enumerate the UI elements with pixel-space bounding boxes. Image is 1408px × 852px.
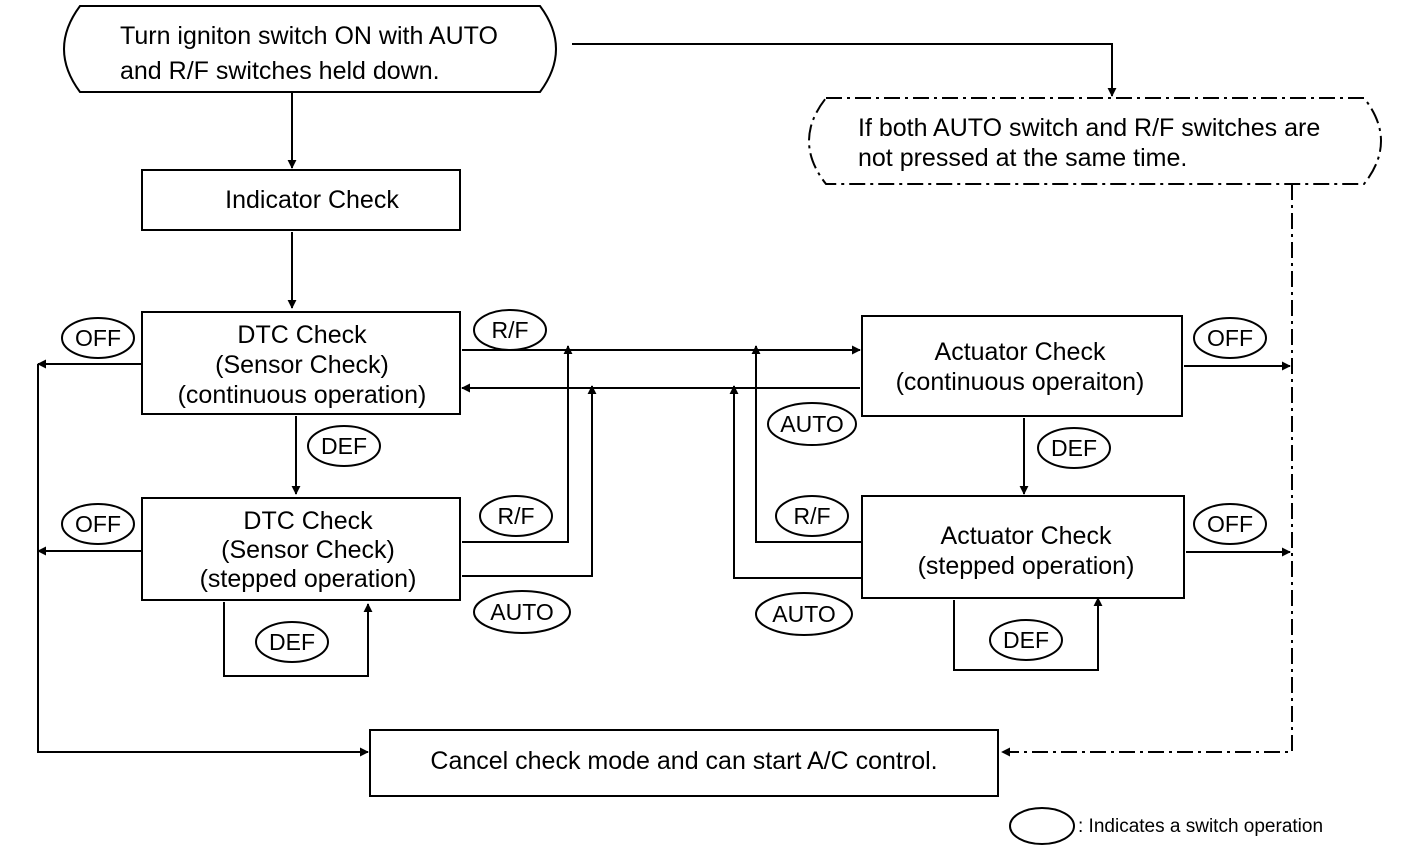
switch-def-actuator-loop: DEF	[989, 619, 1063, 661]
arrow-start-to-not-pressed	[572, 43, 1117, 97]
switch-auto-bottom-right: AUTO	[755, 592, 853, 636]
node-indicator-check: Indicator Check	[141, 169, 461, 231]
switch-def-actuator-down: DEF	[1037, 427, 1111, 469]
switch-def-actuator-down-label: DEF	[1051, 435, 1097, 461]
node-actuator-check-stepped: Actuator Check (stepped operation)	[861, 495, 1185, 599]
switch-auto-bottom-right-label: AUTO	[772, 601, 835, 627]
switch-off-actuator-continuous: OFF	[1193, 317, 1267, 359]
node-dtc-stepped-line-1: DTC Check	[243, 507, 373, 535]
arrow-act-step-def-loop	[953, 597, 1103, 671]
switch-off-dtc-continuous-label: OFF	[75, 325, 121, 351]
switch-rf-bottom-right: R/F	[775, 495, 849, 537]
node-start: Turn igniton switch ON with AUTO and R/F…	[63, 5, 557, 93]
arrow-act-step-rf-up	[751, 345, 862, 543]
node-actuator-check-continuous: Actuator Check (continuous operaiton)	[861, 315, 1183, 417]
switch-auto-bottom-left: AUTO	[473, 590, 571, 634]
node-start-line-2: and R/F switches held down.	[120, 57, 440, 85]
switch-off-actuator-stepped-label: OFF	[1207, 511, 1253, 537]
switch-rf-top-label: R/F	[491, 317, 528, 343]
node-not-pressed: If both AUTO switch and R/F switches are…	[808, 97, 1382, 185]
arrow-dtc-step-def-loop	[223, 602, 373, 677]
node-not-pressed-line-2: not pressed at the same time.	[858, 144, 1187, 172]
node-dtc-stepped-line-2: (Sensor Check)	[221, 536, 395, 564]
node-actuator-continuous-line-1: Actuator Check	[935, 338, 1106, 366]
arrow-dtc-step-rf-up	[462, 345, 573, 543]
switch-off-actuator-continuous-label: OFF	[1207, 325, 1253, 351]
arrow-left-to-cancel	[37, 364, 369, 757]
switch-def-actuator-loop-label: DEF	[1003, 627, 1049, 653]
switch-off-dtc-continuous: OFF	[61, 317, 135, 359]
node-cancel: Cancel check mode and can start A/C cont…	[369, 729, 999, 797]
node-dtc-stepped-line-3: (stepped operation)	[200, 565, 417, 593]
connectors	[37, 43, 1293, 757]
switch-rf-bottom-right-label: R/F	[793, 503, 830, 529]
switch-auto-bottom-left-label: AUTO	[490, 599, 553, 625]
node-indicator-check-label: Indicator Check	[225, 186, 399, 214]
switch-off-dtc-stepped-label: OFF	[75, 511, 121, 537]
node-start-line-1: Turn igniton switch ON with AUTO	[120, 22, 498, 50]
switch-off-dtc-stepped: OFF	[61, 503, 135, 545]
switch-auto-top: AUTO	[767, 402, 857, 446]
switch-rf-bottom-left-label: R/F	[497, 503, 534, 529]
switch-def-dtc-down-label: DEF	[321, 433, 367, 459]
node-actuator-stepped-line-1: Actuator Check	[941, 522, 1112, 550]
switch-off-actuator-stepped: OFF	[1193, 503, 1267, 545]
arrow-dtc-step-auto-up	[462, 385, 597, 577]
switch-def-dtc-loop-label: DEF	[269, 629, 315, 655]
legend: : Indicates a switch operation	[1009, 807, 1323, 845]
arrow-act-step-auto-up	[729, 385, 862, 579]
node-dtc-continuous-line-2: (Sensor Check)	[215, 351, 389, 379]
legend-text: : Indicates a switch operation	[1078, 816, 1323, 837]
node-cancel-label: Cancel check mode and can start A/C cont…	[430, 747, 937, 775]
legend-oval-icon	[1009, 807, 1075, 845]
switch-rf-bottom-left: R/F	[479, 495, 553, 537]
node-dtc-continuous-line-3: (continuous operation)	[178, 381, 427, 409]
arrow-right-to-cancel	[1001, 184, 1293, 757]
node-dtc-continuous-line-1: DTC Check	[237, 321, 367, 349]
node-actuator-continuous-line-2: (continuous operaiton)	[896, 368, 1145, 396]
switch-def-dtc-loop: DEF	[255, 621, 329, 663]
node-not-pressed-line-1: If both AUTO switch and R/F switches are	[858, 114, 1320, 142]
node-dtc-check-continuous: DTC Check (Sensor Check) (continuous ope…	[141, 311, 461, 415]
switch-rf-top: R/F	[473, 309, 547, 351]
switch-auto-top-label: AUTO	[780, 411, 843, 437]
switch-def-dtc-down: DEF	[307, 425, 381, 467]
node-dtc-check-stepped: DTC Check (Sensor Check) (stepped operat…	[141, 497, 461, 601]
node-actuator-stepped-line-2: (stepped operation)	[918, 552, 1135, 580]
